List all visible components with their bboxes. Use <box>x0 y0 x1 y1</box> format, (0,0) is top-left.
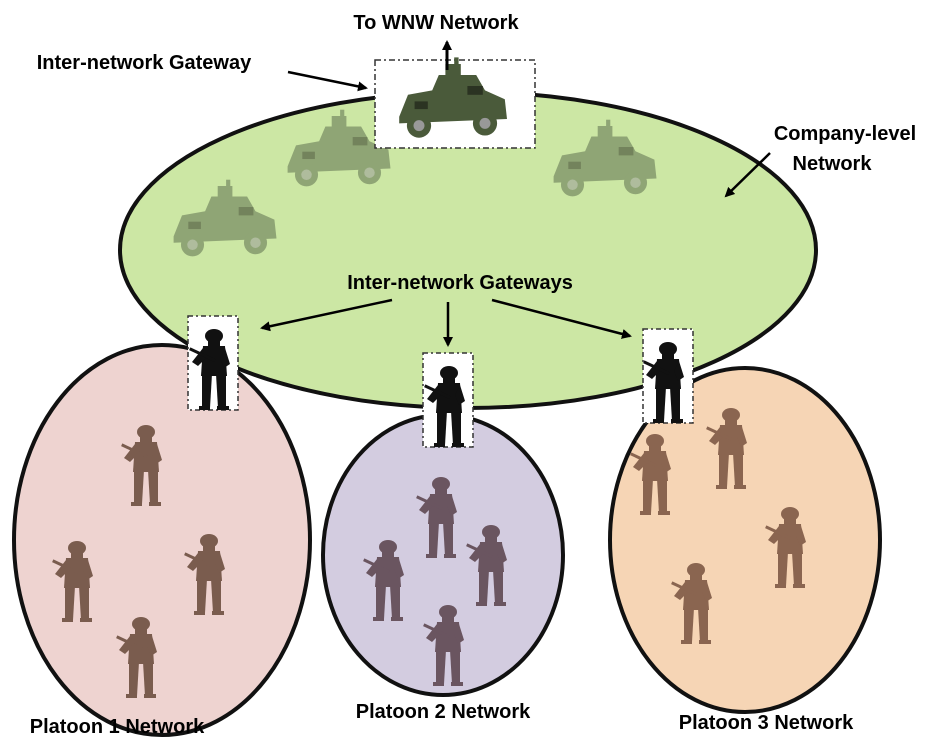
company-label-line1: Company-level <box>774 123 916 145</box>
company-label-line2: Network <box>793 153 873 175</box>
platoon1-ellipse <box>12 343 312 737</box>
to-wnw-label: To WNW Network <box>353 12 519 34</box>
arrow-gateway-1 <box>260 298 393 332</box>
gateways-label: Inter-network Gateways <box>347 272 573 294</box>
platoon3-label: Platoon 3 Network <box>679 712 854 734</box>
arrow-gateway-3 <box>491 298 632 339</box>
gateway-label: Inter-network Gateway <box>37 52 252 74</box>
platoon1-label: Platoon 1 Network <box>30 716 205 738</box>
platoon3-ellipse <box>608 366 882 714</box>
arrow-company-label <box>724 152 771 198</box>
platoon2-label: Platoon 2 Network <box>356 701 531 723</box>
arrow-gateway-label <box>287 70 368 92</box>
